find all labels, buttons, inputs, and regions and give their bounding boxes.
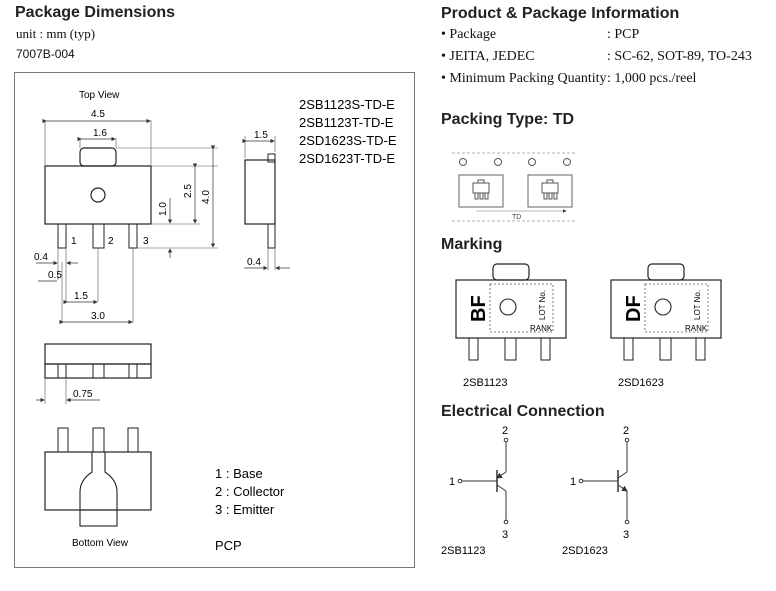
packing-type-title: Packing Type: TD	[441, 111, 575, 128]
product-info-title: Product & Package Information	[441, 5, 680, 22]
electrical-connection-title: Electrical Connection	[441, 403, 605, 420]
part-number-3: 2SD1623S-TD-E	[299, 133, 397, 148]
pin-legend-collector: 2 : Collector	[215, 484, 285, 499]
marking-rank-1: RANK	[530, 324, 553, 333]
svg-text:2: 2	[623, 425, 629, 437]
svg-text:1: 1	[570, 476, 576, 488]
pin-1-label: 1	[71, 236, 77, 247]
pin-legend-base: 1 : Base	[215, 466, 263, 481]
info-jeita-label: • JEITA, JEDEC	[441, 49, 535, 64]
lead-1	[57, 223, 67, 249]
dim-0-75: 0.75	[73, 389, 93, 400]
front-view-body	[44, 343, 152, 365]
info-jeita-value: : SC-62, SOT-89, TO-243	[607, 49, 752, 64]
svg-text:2: 2	[502, 425, 508, 437]
tape-pocket-2	[527, 174, 573, 208]
marking-part-2: 2SD1623	[618, 377, 664, 389]
bottom-view-body	[44, 451, 152, 511]
marking-rank-2: RANK	[685, 324, 708, 333]
unit-note: unit : mm (typ)	[16, 26, 96, 41]
top-view-label: Top View	[79, 90, 120, 101]
lead-2	[92, 223, 105, 249]
marking-code-1: BF	[468, 295, 490, 322]
tape-direction-label: TD	[512, 214, 521, 221]
side-view-lead	[267, 223, 276, 249]
bottom-view-label: Bottom View	[72, 538, 129, 549]
info-min-qty-value: : 1,000 pcs./reel	[607, 71, 697, 86]
info-package-label: • Package	[441, 27, 497, 42]
dim-4-5: 4.5	[91, 109, 105, 120]
dim-0-5: 0.5	[48, 270, 62, 281]
transistor-symbol-1: 2 1 3 2SB1123	[441, 425, 509, 557]
pin-2-label: 2	[108, 236, 114, 247]
side-view-body	[244, 159, 276, 225]
dim-0-4-lead: 0.4	[34, 252, 48, 263]
svg-text:3: 3	[623, 529, 629, 541]
marking-lot-1: LOT No.	[538, 290, 547, 320]
mount-hole	[90, 187, 106, 203]
pin-3-label: 3	[143, 236, 149, 247]
part-number-2: 2SB1123T-TD-E	[299, 115, 394, 130]
package-code: 7007B-004	[16, 47, 75, 61]
marking-title: Marking	[441, 236, 503, 253]
marking-part-1: 2SB1123	[463, 377, 507, 389]
dim-1-5-pitch: 1.5	[74, 291, 88, 302]
connection-part-1: 2SB1123	[441, 545, 485, 557]
part-number-1: 2SB1123S-TD-E	[299, 97, 395, 112]
package-name-label: PCP	[215, 538, 242, 553]
part-number-4: 2SD1623T-TD-E	[299, 151, 395, 166]
dim-1-6: 1.6	[93, 128, 107, 139]
lead-3	[128, 223, 138, 249]
tab-outline	[79, 147, 117, 167]
connection-part-2: 2SD1623	[562, 545, 608, 557]
info-min-qty-label: • Minimum Packing Quantity	[441, 71, 607, 86]
dimension-drawing-frame	[14, 72, 415, 568]
marking-lot-2: LOT No.	[693, 290, 702, 320]
marking-code-2: DF	[623, 295, 645, 322]
package-dimensions-title: Package Dimensions	[15, 4, 176, 21]
dim-3-0: 3.0	[91, 311, 105, 322]
bottom-view-heatsink	[79, 452, 118, 510]
pin-legend-emitter: 3 : Emitter	[215, 502, 275, 517]
body-outline	[44, 165, 152, 225]
dim-2-5: 2.5	[183, 184, 194, 198]
tape-pocket-1	[458, 174, 504, 208]
dim-1-5-side: 1.5	[254, 130, 268, 141]
svg-text:3: 3	[502, 529, 508, 541]
transistor-symbol-2: 2 1 3 2SD1623	[562, 425, 630, 557]
dim-4-0: 4.0	[201, 190, 212, 204]
svg-text:1: 1	[449, 476, 455, 488]
dim-0-4-side: 0.4	[247, 257, 261, 268]
dim-1-0: 1.0	[158, 202, 169, 216]
info-package-value: : PCP	[607, 27, 640, 42]
